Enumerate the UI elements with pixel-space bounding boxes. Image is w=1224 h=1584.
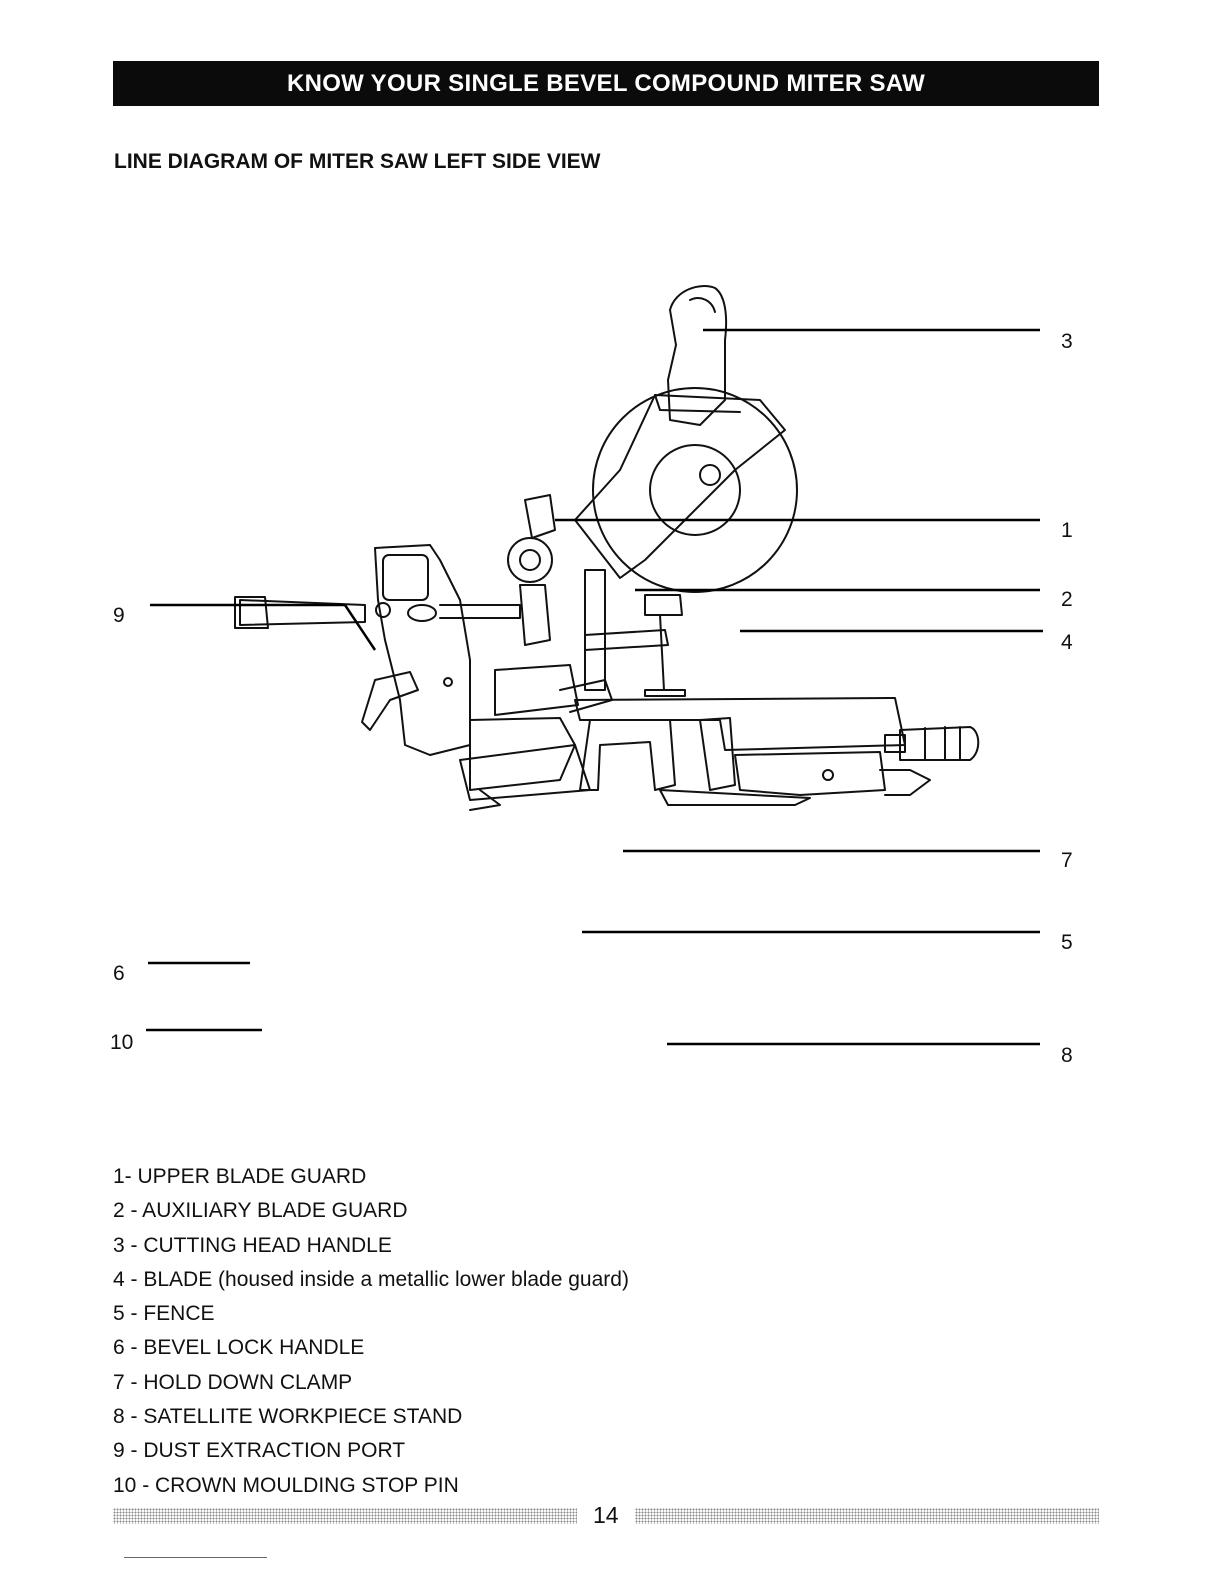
- callout-1: 1: [1061, 519, 1073, 542]
- legend-item: 3 - CUTTING HEAD HANDLE: [113, 1233, 392, 1257]
- callout-10: 10: [110, 1031, 134, 1054]
- callout-2: 2: [1061, 588, 1073, 611]
- bottom-rule: [124, 1557, 267, 1558]
- callout-7: 7: [1061, 849, 1073, 872]
- workpiece-stand: [884, 734, 906, 753]
- legend-item: 2 - AUXILIARY BLADE GUARD: [113, 1199, 408, 1223]
- callout-3: 3: [1061, 330, 1073, 353]
- callout-9: 9: [113, 604, 125, 627]
- upper-blade-guard: [574, 394, 786, 579]
- page-footer: 14: [113, 1500, 1099, 1530]
- blade-arbor: [699, 464, 721, 486]
- legend-item: 7 - HOLD DOWN CLAMP: [113, 1370, 353, 1394]
- page-number: 14: [593, 1502, 619, 1528]
- section-title: KNOW YOUR SINGLE BEVEL COMPOUND MITER SA…: [286, 69, 926, 97]
- legend-item: 5 - FENCE: [113, 1302, 215, 1326]
- fence: [494, 664, 579, 716]
- footer-dotted-band-left: [113, 1508, 577, 1524]
- pivot-knob: [507, 537, 553, 583]
- leader-line-9-diag: [343, 604, 377, 651]
- callout-8: 8: [1061, 1044, 1073, 1067]
- saw-base: [579, 719, 676, 791]
- parts-legend: 1- UPPER BLADE GUARD 2 - AUXILIARY BLADE…: [113, 1160, 629, 1503]
- callout-6: 6: [113, 962, 125, 985]
- section-banner: KNOW YOUR SINGLE BEVEL COMPOUND MITER SA…: [113, 61, 1099, 106]
- callout-5: 5: [1061, 931, 1073, 954]
- footer-dotted-band-right: [635, 1508, 1099, 1524]
- callout-4: 4: [1061, 631, 1073, 654]
- blade-disc: [592, 387, 798, 593]
- legend-item: 9 - DUST EXTRACTION PORT: [113, 1439, 406, 1463]
- legend-item: 10 - CROWN MOULDING STOP PIN: [113, 1473, 459, 1497]
- bevel-lock-lever: [361, 671, 419, 731]
- cutting-head-handle: [667, 285, 728, 426]
- legend-item: 8 - SATELLITE WORKPIECE STAND: [113, 1405, 463, 1429]
- rear-column: [374, 544, 471, 756]
- legend-item: 4 - BLADE (housed inside a metallic lowe…: [113, 1267, 629, 1291]
- blade-inner-ring: [649, 444, 741, 536]
- saw-table: [574, 697, 906, 751]
- dust-port-tube: [239, 599, 366, 626]
- diagram-title: LINE DIAGRAM OF MITER SAW LEFT SIDE VIEW: [114, 150, 601, 173]
- legend-item: 1- UPPER BLADE GUARD: [113, 1165, 367, 1188]
- hold-down-clamp: [584, 569, 606, 691]
- legend-item: 6 - BEVEL LOCK HANDLE: [113, 1336, 365, 1360]
